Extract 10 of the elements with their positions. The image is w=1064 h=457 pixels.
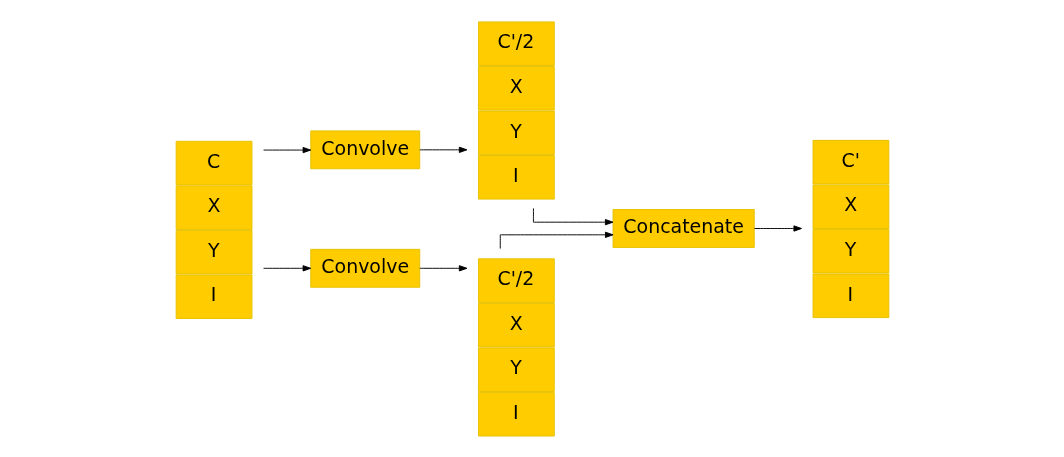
node-box: Convolve bbox=[309, 130, 420, 170]
arrow bbox=[753, 225, 802, 232]
node-box: Concatenate bbox=[612, 209, 755, 248]
arrow bbox=[262, 265, 311, 272]
arrow bbox=[418, 265, 467, 272]
arrow bbox=[418, 146, 467, 153]
arrow bbox=[499, 231, 613, 250]
arrow bbox=[532, 207, 613, 226]
arrow bbox=[262, 146, 311, 154]
node-box: Convolve bbox=[309, 248, 420, 288]
